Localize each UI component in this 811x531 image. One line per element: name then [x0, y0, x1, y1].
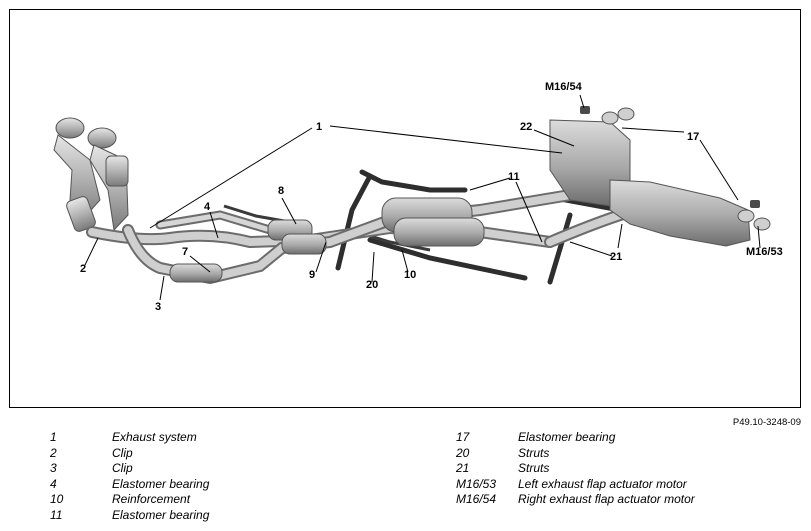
legend-number: 21 — [456, 461, 470, 475]
callout-8: 8 — [278, 185, 284, 197]
figure-reference-code: P49.10-3248-09 — [732, 417, 801, 428]
legend-text: Reinforcement — [112, 492, 191, 506]
callout-7: 7 — [182, 246, 188, 258]
callout-m16-54: M16/54 — [545, 81, 583, 93]
legend-number: M16/53 — [456, 476, 497, 491]
legend-number: 20 — [456, 445, 470, 460]
rear-silencers — [549, 119, 751, 247]
legend-row: 10 Reinforcement — [50, 492, 209, 508]
legend-text: Elastomer bearing — [112, 507, 210, 522]
legend-number: 2 — [50, 445, 57, 460]
legend-text: Clip — [112, 445, 133, 460]
callout-21: 21 — [610, 251, 622, 263]
legend-text: Exhaust system — [112, 430, 197, 444]
legend-text: Elastomer bearing — [518, 430, 616, 444]
legend-row: 17 Elastomer bearing — [456, 430, 695, 446]
legend-number: 17 — [456, 430, 470, 444]
legend-number: 3 — [50, 461, 57, 475]
legend-row: M16/54 Right exhaust flap actuator motor — [456, 492, 695, 508]
legend-row: 11 Elastomer bearing — [50, 508, 209, 524]
legend-text: Struts — [518, 445, 550, 460]
callout-2: 2 — [80, 263, 86, 275]
legend-number: 4 — [50, 476, 57, 491]
callout-m16-53: M16/53 — [746, 246, 783, 258]
callout-1: 1 — [316, 121, 322, 133]
legend-number: 10 — [50, 492, 64, 506]
legend-row: 1 Exhaust system — [50, 430, 209, 446]
callout-22: 22 — [520, 121, 532, 133]
tailpipes — [601, 107, 771, 231]
legend-text: Clip — [112, 461, 133, 475]
callout-3: 3 — [155, 301, 161, 313]
legend-text: Struts — [518, 461, 550, 475]
legend-row: 2 Clip — [50, 446, 209, 462]
callout-20: 20 — [366, 279, 378, 291]
figure-frame: 1 2 3 4 7 8 9 10 11 17 20 21 22 M16/54 M… — [9, 9, 801, 408]
legend-number: 11 — [50, 507, 63, 522]
callout-9: 9 — [309, 269, 315, 281]
callout-4: 4 — [204, 201, 211, 213]
manifolds — [53, 117, 129, 232]
resonators — [169, 197, 485, 283]
callout-11: 11 — [508, 171, 520, 183]
legend-row: 3 Clip — [50, 461, 209, 477]
legend-row: M16/53 Left exhaust flap actuator motor — [456, 477, 695, 493]
legend-row: 20 Struts — [456, 446, 695, 462]
legend-text: Elastomer bearing — [112, 476, 210, 491]
actuator-motors — [580, 106, 760, 208]
callout-17: 17 — [687, 131, 699, 143]
leader-lines — [84, 94, 761, 301]
legend-row: 4 Elastomer bearing — [50, 477, 209, 493]
exhaust-system-diagram: 1 2 3 4 7 8 9 10 11 17 20 21 22 M16/54 M… — [53, 81, 783, 313]
legend-text: Right exhaust flap actuator motor — [518, 492, 695, 506]
legend-text: Left exhaust flap actuator motor — [518, 476, 687, 491]
callouts: 1 2 3 4 7 8 9 10 11 17 20 21 22 M16/54 M… — [80, 81, 783, 313]
callout-10: 10 — [404, 269, 416, 281]
exhaust-illustration — [53, 106, 771, 285]
legend-number: 1 — [50, 430, 57, 444]
legend-row: 21 Struts — [456, 461, 695, 477]
legend-number: M16/54 — [456, 492, 497, 506]
